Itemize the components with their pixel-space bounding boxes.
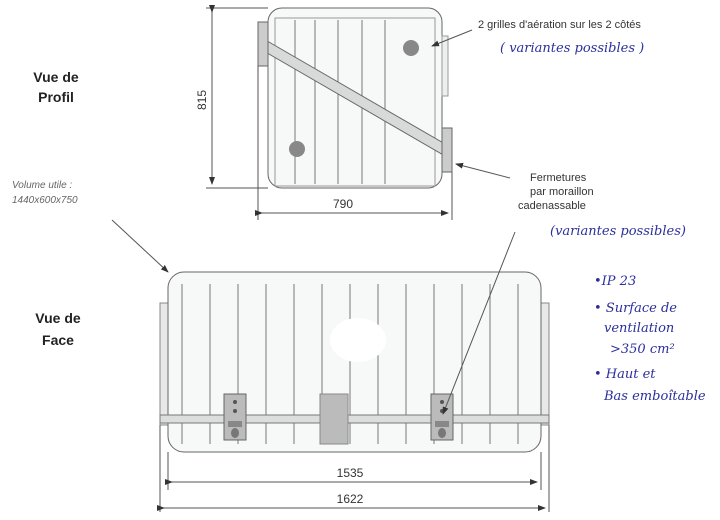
leader-arrows	[111, 29, 516, 415]
face-view-label: Vue de	[35, 310, 81, 326]
handwritten-note: • Surface de	[594, 301, 677, 316]
profile-view	[257, 7, 453, 189]
depth-dimension	[255, 66, 453, 220]
hasp-lock-icon	[430, 393, 454, 441]
handwritten-note: ventilation	[604, 321, 674, 336]
face-view	[159, 271, 550, 453]
vents-annotation: 2 grilles d'aération sur les 2 côtés	[478, 19, 641, 31]
hasp-lock-icon	[223, 393, 247, 441]
profile-view-label-2: Profil	[38, 89, 74, 105]
height-value: 815	[195, 90, 209, 110]
vent-grille-icon	[403, 40, 419, 56]
inner-width-value: 1535	[337, 466, 364, 480]
handwritten-note: • Haut et	[594, 367, 656, 382]
volume-label: Volume utile :	[12, 180, 72, 191]
volume-value: 1440x600x750	[12, 195, 78, 206]
width-dimensions	[157, 425, 550, 512]
closure-annotation-2: par moraillon	[530, 186, 594, 198]
vents-handwritten-note: ( variantes possibles )	[500, 41, 644, 56]
handwritten-note: •IP 23	[594, 274, 636, 289]
handwritten-note: Bas emboîtable	[603, 389, 706, 404]
vent-grille-icon	[289, 141, 305, 157]
closure-annotation: Fermetures	[530, 172, 587, 184]
face-view-label-2: Face	[42, 332, 74, 348]
closure-annotation-3: cadenassable	[518, 200, 586, 212]
outer-width-value: 1622	[337, 492, 364, 506]
depth-value: 790	[333, 197, 353, 211]
handwritten-note: >350 cm²	[610, 342, 675, 357]
profile-view-label: Vue de	[33, 69, 79, 85]
closure-handwritten-note: (variantes possibles)	[550, 224, 686, 239]
